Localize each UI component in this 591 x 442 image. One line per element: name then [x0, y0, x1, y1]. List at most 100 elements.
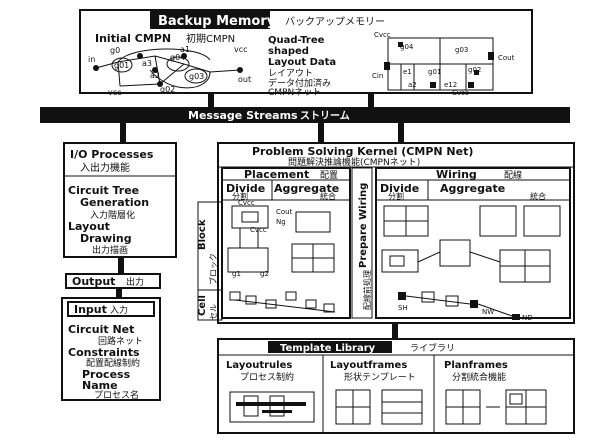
- layout-drawing-label-2: Drawing: [80, 232, 132, 245]
- svg-text:Cvcc: Cvcc: [238, 199, 255, 207]
- layoutframes-label-jp: 形状テンプレート: [344, 371, 416, 383]
- svg-text:Cvcc: Cvcc: [250, 226, 267, 234]
- circuit-tree-label-2: Generation: [80, 196, 149, 209]
- svg-text:g04: g04: [170, 53, 185, 62]
- block-label-jp: ブロック: [208, 253, 218, 285]
- template-library-title-jp: ライブラリ: [410, 342, 455, 354]
- svg-text:Cvcc: Cvcc: [374, 31, 391, 39]
- quad-tree-title-3: Layout Data: [268, 57, 336, 68]
- placement-label: Placement: [244, 168, 309, 181]
- wiring-sketch: SH NW ND: [381, 205, 561, 322]
- placement-aggregate-label: Aggregate: [274, 182, 339, 195]
- wiring-label-jp: 配線: [504, 169, 522, 181]
- initial-cmpn-label: Initial CMPN: [95, 32, 171, 45]
- svg-text:g01: g01: [114, 61, 129, 70]
- template-library-title: Template Library: [280, 343, 376, 354]
- circuit-net-label: Circuit Net: [68, 323, 134, 336]
- placement-divide-label: Divide: [226, 182, 265, 195]
- svg-text:g02: g02: [160, 85, 175, 94]
- placement-cell-sketch: [229, 291, 336, 313]
- message-streams-bar: Message Streams ストリーム: [40, 107, 570, 123]
- svg-text:in: in: [88, 55, 95, 64]
- layoutframes-label: Layoutframes: [330, 360, 407, 371]
- message-streams-label-jp: ストリーム: [300, 110, 350, 122]
- svg-text:g2: g2: [260, 270, 269, 278]
- input-panel: Input 入力 Circuit Net 回路ネット Constraints 配…: [61, 297, 161, 401]
- backup-memory-panel: Backup Memory バックアップメモリー Initial CMPN 初期…: [79, 9, 533, 98]
- svg-text:g02: g02: [468, 66, 481, 74]
- layout-drawing-label-jp: 出力描画: [92, 244, 128, 256]
- quad-tree-title-1: Quad-Tree: [268, 35, 325, 46]
- output-title-jp: 出力: [126, 276, 144, 288]
- planframes-sketch: [445, 389, 547, 425]
- svg-text:g04: g04: [400, 43, 414, 51]
- psk-title-jp: 問題解決推論機能(CMPNネット): [288, 156, 420, 168]
- circuit-net-label-jp: 回路ネット: [98, 335, 143, 347]
- planframes-label: Planframes: [444, 360, 508, 371]
- svg-text:g01: g01: [428, 68, 441, 76]
- input-title-jp: 入力: [110, 304, 128, 316]
- svg-text:Cout: Cout: [276, 208, 293, 216]
- svg-text:e1: e1: [403, 68, 412, 76]
- quad-tree-jp-2: データ付加済み: [268, 77, 331, 89]
- constraints-label: Constraints: [68, 346, 140, 359]
- io-processes-title-jp: 入出力機能: [80, 161, 130, 174]
- layoutrules-sketch: [229, 391, 315, 423]
- quad-tree-title-2: shaped: [268, 46, 309, 57]
- svg-text:NW: NW: [482, 308, 494, 316]
- svg-text:Ng: Ng: [276, 218, 286, 226]
- input-title: Input: [74, 303, 107, 316]
- layout-drawing-label-1: Layout: [68, 220, 110, 233]
- svg-text:a1: a1: [180, 45, 190, 54]
- psk-title: Problem Solving Kernel (CMPN Net): [252, 145, 473, 158]
- placement-label-jp: 配置: [320, 170, 338, 181]
- block-label: Block: [197, 219, 208, 250]
- svg-text:vcc: vcc: [234, 45, 248, 54]
- process-name-label-jp: プロセス名: [94, 389, 139, 401]
- svg-text:out: out: [238, 75, 251, 84]
- cell-label-jp: セル: [209, 304, 218, 320]
- svg-text:SH: SH: [398, 304, 408, 312]
- placement-aggregate-label-jp: 統合: [320, 191, 336, 201]
- placement-divide-label-jp: 分割: [232, 191, 248, 201]
- svg-text:a3: a3: [142, 59, 152, 68]
- quad-tree-jp-3: CMPNネット: [268, 87, 321, 98]
- svg-text:ND: ND: [522, 314, 533, 322]
- wiring-divide-label: Divide: [380, 182, 419, 195]
- svg-text:g03: g03: [189, 72, 204, 81]
- io-processes-title: I/O Processes: [70, 148, 154, 161]
- svg-text:a2: a2: [408, 81, 417, 89]
- backup-memory-title: Backup Memory: [158, 14, 276, 29]
- name-label: Name: [82, 379, 118, 392]
- svg-text:g1: g1: [232, 270, 241, 278]
- quad-tree-jp-1: レイアウト: [268, 68, 313, 79]
- message-streams-label: Message Streams: [188, 109, 298, 122]
- cell-label: Cell: [197, 295, 208, 316]
- initial-cmpn-graph: g0 g04 g01 g03 a2 a3 g02 a1 vcc out in v…: [88, 45, 251, 97]
- wiring-label: Wiring: [436, 168, 477, 181]
- io-processes-panel: I/O Processes 入出力機能 Circuit Tree Generat…: [63, 142, 177, 258]
- svg-text:g03: g03: [455, 46, 468, 54]
- initial-cmpn-label-jp: 初期CMPN: [186, 32, 235, 45]
- prepare-wiring-label-jp: 配線前処理: [362, 270, 372, 310]
- process-label: Process: [82, 368, 131, 381]
- svg-text:Cvcc: Cvcc: [452, 89, 469, 97]
- layoutrules-label-jp: プロセス制約: [240, 371, 294, 383]
- quad-tree-layout: Cvcc g04 g03 Cin e1 g01 g02 Cout a2 e12 …: [372, 31, 515, 97]
- backup-memory-title-jp: バックアップメモリー: [285, 16, 385, 28]
- connector-lines: [116, 93, 404, 339]
- template-library-panel: Template Library ライブラリ Layoutrules プロセス制…: [217, 338, 575, 434]
- constraints-label-jp: 配置配線制約: [86, 357, 140, 369]
- svg-text:e12: e12: [444, 81, 457, 89]
- output-panel: Output 出力: [65, 273, 161, 289]
- layoutrules-label: Layoutrules: [226, 360, 292, 371]
- circuit-tree-label-1: Circuit Tree: [68, 184, 139, 197]
- wiring-aggregate-label-jp: 統合: [530, 191, 546, 201]
- output-title: Output: [72, 275, 115, 288]
- svg-text:a2: a2: [150, 71, 160, 80]
- svg-text:Cin: Cin: [372, 72, 383, 80]
- prepare-wiring-label: Prepare Wiring: [358, 183, 369, 268]
- svg-text:Cout: Cout: [498, 54, 515, 62]
- planframes-label-jp: 分割統合機能: [452, 371, 506, 383]
